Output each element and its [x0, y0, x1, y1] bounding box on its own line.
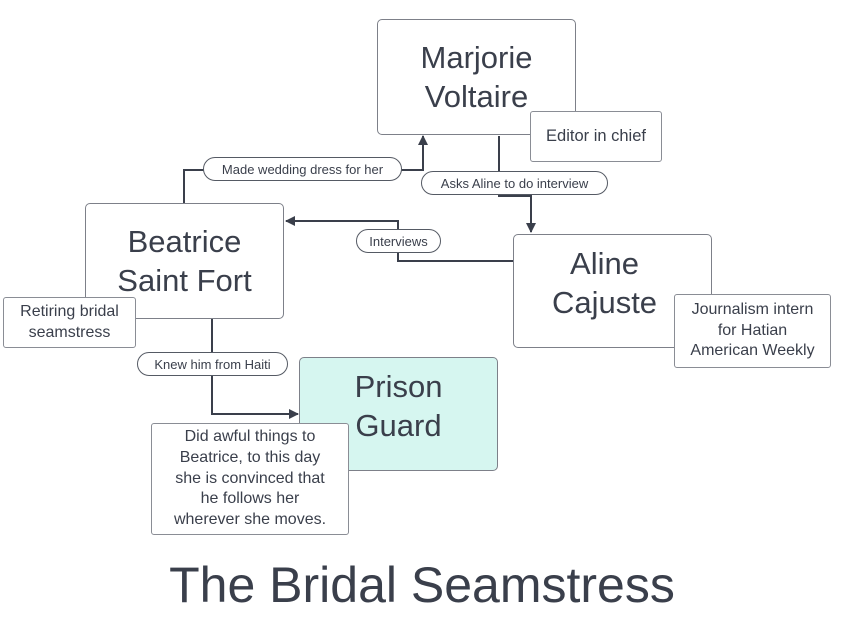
note-aline-text: Journalism intern for Hatian American We…: [690, 300, 815, 360]
node-beatrice-label: Beatrice Saint Fort: [117, 223, 252, 298]
note-editor-in-chief[interactable]: Editor in chief: [530, 111, 662, 162]
edge-label-knew-haiti-text: Knew him from Haiti: [154, 356, 271, 372]
node-marjorie-voltaire[interactable]: Marjorie Voltaire: [377, 19, 576, 135]
edge-asks-interview: [498, 136, 536, 233]
edge-label-interviews[interactable]: Interviews: [356, 229, 441, 253]
edge-label-wedding-dress-text: Made wedding dress for her: [221, 161, 384, 177]
note-beatrice-text: Retiring bridal seamstress: [20, 302, 119, 341]
edge-label-knew-haiti[interactable]: Knew him from Haiti: [137, 352, 288, 376]
note-guard-text: Did awful things to Beatrice, to this da…: [173, 428, 327, 529]
note-marjorie-text: Editor in chief: [546, 126, 646, 145]
node-marjorie-label: Marjorie Voltaire: [420, 39, 533, 114]
edge-label-asks-interview-text: Asks Aline to do interview: [440, 175, 589, 191]
node-aline-label: Aline Cajuste: [551, 245, 658, 320]
edge-label-asks-interview[interactable]: Asks Aline to do interview: [421, 171, 608, 195]
note-journalism-intern[interactable]: Journalism intern for Hatian American We…: [674, 294, 831, 368]
node-beatrice-saint-fort[interactable]: Beatrice Saint Fort: [85, 203, 284, 319]
edge-label-interviews-text: Interviews: [369, 233, 428, 249]
note-retiring-seamstress[interactable]: Retiring bridal seamstress: [3, 297, 136, 348]
note-prison-guard-description[interactable]: Did awful things to Beatrice, to this da…: [151, 423, 349, 535]
diagram-title: The Bridal Seamstress: [169, 557, 675, 613]
node-guard-label: Prison Guard: [354, 368, 443, 443]
edge-knew-haiti: [211, 319, 299, 419]
edge-label-wedding-dress[interactable]: Made wedding dress for her: [203, 157, 402, 181]
